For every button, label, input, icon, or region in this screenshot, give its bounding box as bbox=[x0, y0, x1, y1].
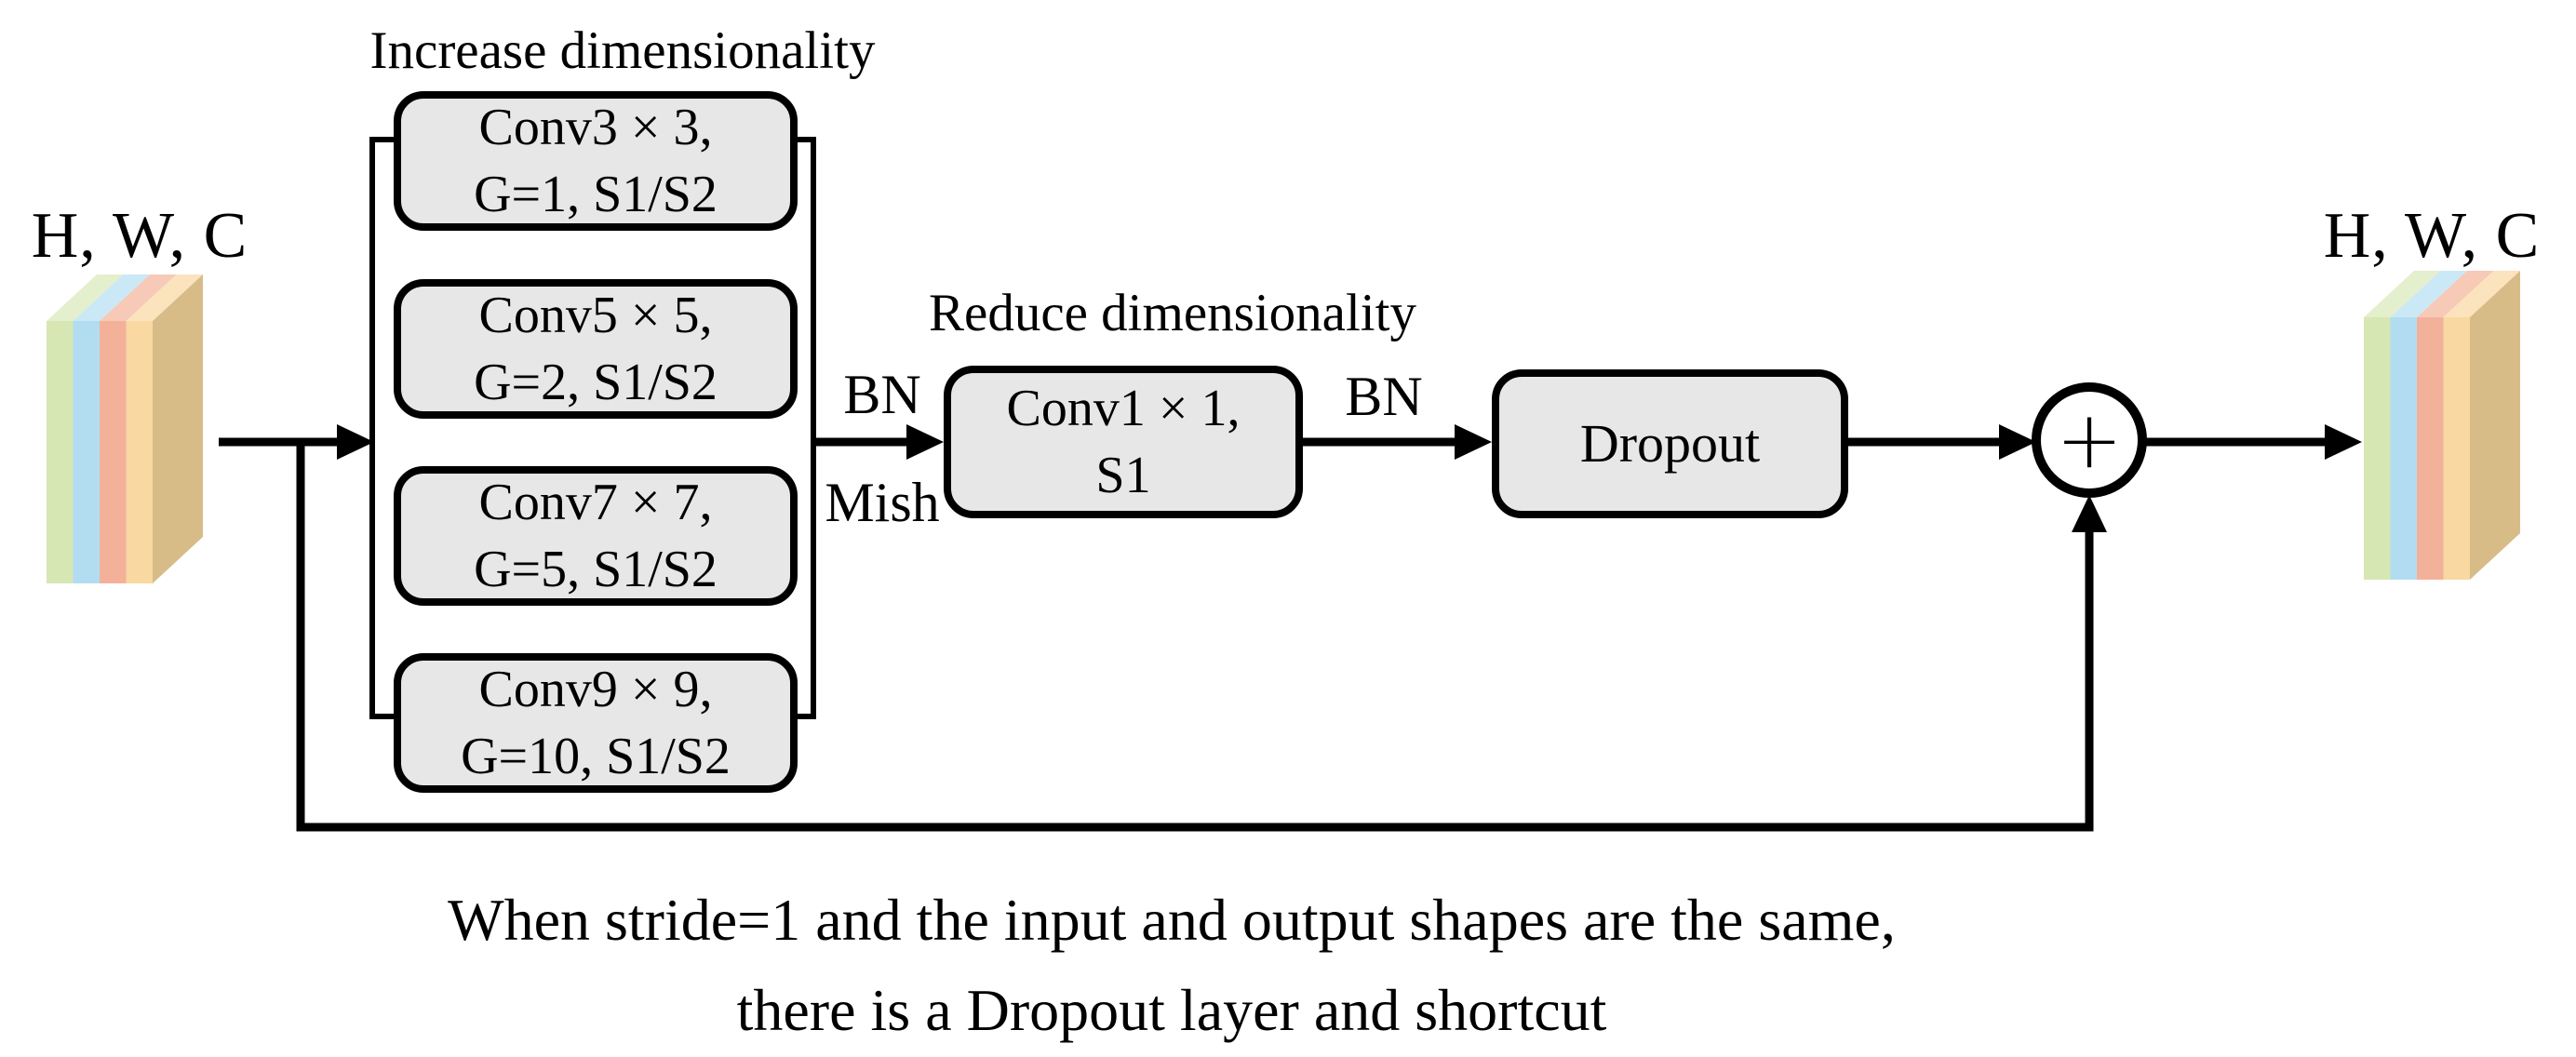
bn-mish-arrow-icon bbox=[813, 424, 944, 460]
increase-dimensionality-label: Increase dimensionality bbox=[369, 21, 876, 80]
arrowhead-icon bbox=[337, 424, 374, 460]
tensor-top-face bbox=[100, 274, 177, 321]
caption-line: When stride=1 and the input and output s… bbox=[448, 887, 1896, 953]
tensor-top-face bbox=[73, 274, 150, 321]
tensor-top-face bbox=[2364, 271, 2441, 317]
tensor-channel-stripe bbox=[126, 321, 153, 583]
conv-box-line: Conv9 × 9, bbox=[478, 661, 713, 718]
tensor-top-face bbox=[47, 274, 124, 321]
input-tensor bbox=[47, 274, 203, 583]
conv-box-line: Conv3 × 3, bbox=[478, 99, 713, 156]
conv1x1-box: Conv1 × 1, S1 bbox=[944, 366, 1303, 518]
mish-label: Mish bbox=[825, 472, 940, 533]
conv-box-line: Conv1 × 1, bbox=[1006, 380, 1241, 437]
arrowhead-icon bbox=[1455, 424, 1492, 460]
conv5x5-box: Conv5 × 5, G=2, S1/S2 bbox=[394, 279, 798, 419]
reduce-dimensionality-label: Reduce dimensionality bbox=[929, 284, 1416, 342]
tensor-channel-stripe bbox=[2390, 317, 2417, 580]
arrowhead-icon bbox=[1999, 424, 2036, 460]
tensor-channel-stripe bbox=[2443, 317, 2470, 580]
conv-box-line: Conv7 × 7, bbox=[478, 474, 713, 531]
conv9x9-box: Conv9 × 9, G=10, S1/S2 bbox=[394, 653, 798, 793]
input-shape-label: H, W, C bbox=[31, 200, 248, 272]
output-tensor bbox=[2364, 271, 2520, 580]
add-circle bbox=[2032, 382, 2147, 498]
conv7x7-box: Conv7 × 7, G=5, S1/S2 bbox=[394, 466, 798, 606]
tensor-channel-stripe bbox=[100, 321, 127, 583]
tensor-top-face bbox=[126, 274, 203, 321]
conv3x3-box: Conv3 × 3, G=1, S1/S2 bbox=[394, 91, 798, 231]
input-arrow-icon bbox=[219, 424, 374, 460]
output-arrow-icon bbox=[2142, 424, 2362, 460]
conv-box-line: G=5, S1/S2 bbox=[474, 541, 718, 598]
tensor-side-face bbox=[2470, 271, 2520, 580]
bn-post-label: BN bbox=[1345, 366, 1423, 427]
conv-box-line: Conv5 × 5, bbox=[478, 287, 713, 344]
figure-caption: When stride=1 and the input and output s… bbox=[311, 875, 2033, 1055]
arrowhead-icon bbox=[906, 424, 944, 460]
dropout-label: Dropout bbox=[1579, 413, 1761, 474]
shortcut-connector bbox=[296, 442, 2107, 832]
tensor-top-face bbox=[2443, 271, 2520, 317]
conv-box-line: G=2, S1/S2 bbox=[474, 354, 718, 411]
arrowhead-up-icon bbox=[2072, 495, 2107, 532]
caption-line: there is a Dropout layer and shortcut bbox=[736, 977, 1607, 1043]
tensor-channel-stripe bbox=[2417, 317, 2444, 580]
conv-box-line: G=1, S1/S2 bbox=[474, 166, 718, 223]
plus-sign: + bbox=[2055, 394, 2124, 487]
tensor-side-face bbox=[153, 274, 203, 583]
tensor-top-face bbox=[2390, 271, 2467, 317]
tensor-channel-stripe bbox=[47, 321, 74, 583]
tensor-channel-stripe bbox=[2364, 317, 2391, 580]
bn-pre-label: BN bbox=[843, 364, 921, 425]
dropout-box: Dropout bbox=[1492, 369, 1848, 518]
conv-box-line: G=10, S1/S2 bbox=[461, 728, 731, 785]
tensor-top-face bbox=[2417, 271, 2494, 317]
bn-arrow-icon bbox=[1303, 424, 1492, 460]
dropout-add-arrow-icon bbox=[1848, 424, 2036, 460]
output-shape-label: H, W, C bbox=[2323, 200, 2541, 272]
conv-box-line: S1 bbox=[1095, 447, 1151, 504]
arrowhead-icon bbox=[2325, 424, 2362, 460]
tensor-channel-stripe bbox=[73, 321, 100, 583]
